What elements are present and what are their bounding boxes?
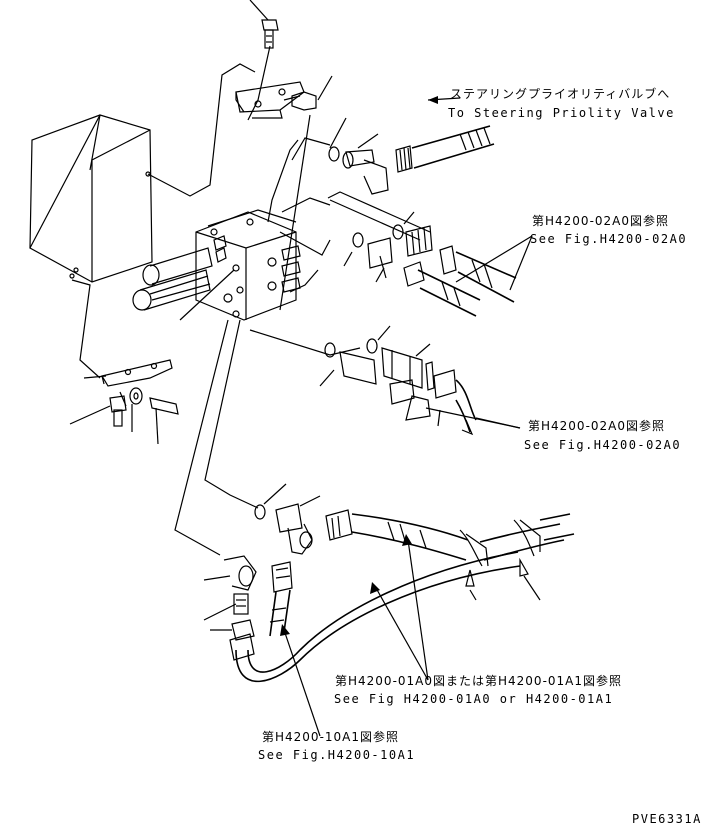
lower-left-fittings [203, 555, 293, 641]
ref4-callout-en: See Fig.H4200-10A1 [258, 748, 416, 762]
drawing-code: PVE6331A [632, 812, 702, 826]
guide-lines [71, 45, 431, 556]
elbow-lower [254, 483, 575, 601]
ref1-callout-en: See Fig.H4200-02A0 [530, 232, 688, 246]
elbow-top [328, 117, 495, 195]
lower-bracket [69, 359, 179, 445]
ref2-callout-en: See Fig.H4200-02A0 [524, 438, 682, 452]
cover-box [29, 114, 153, 283]
top-bolt [249, 0, 279, 49]
valve-block [179, 209, 301, 321]
spool-cylinders [132, 247, 213, 311]
ref2-callout-jp: 第H4200-02A0図参照 [528, 419, 666, 433]
steering-callout-jp: ステアリングプライオリティバルブへ [450, 87, 671, 101]
return-hose [229, 551, 521, 683]
mid-fittings [343, 211, 533, 317]
steering-callout-en: To Steering Priolity Valve [448, 106, 675, 120]
ref4-callout-jp: 第H4200-10A1図参照 [262, 730, 400, 744]
ref3-callout-en: See Fig H4200-01A0 or H4200-01A1 [334, 692, 614, 706]
ref3-callout-jp: 第H4200-01A0図または第H4200-01A1図参照 [335, 674, 623, 688]
lower-fittings [319, 325, 521, 436]
ref1-callout-jp: 第H4200-02A0図参照 [532, 214, 670, 228]
top-bracket [235, 75, 333, 119]
callout-arrows [280, 96, 461, 737]
